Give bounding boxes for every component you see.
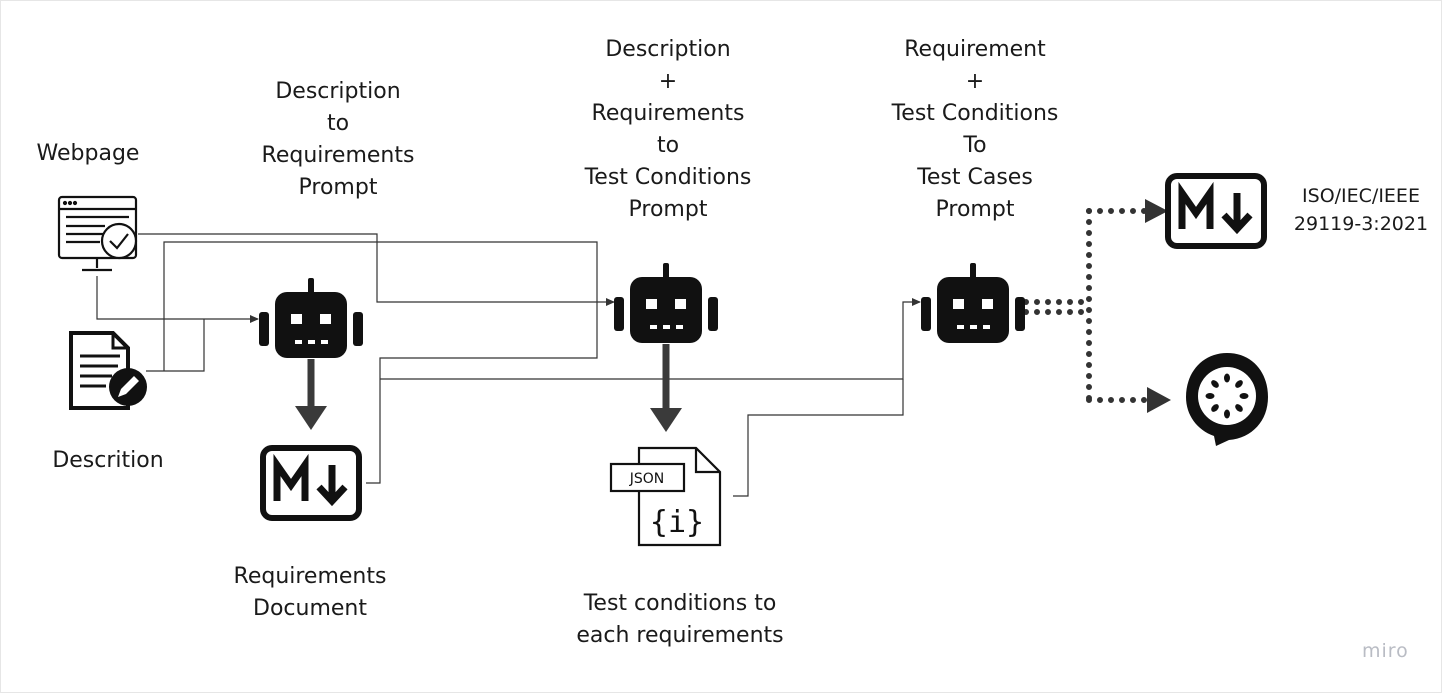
- miro-watermark: miro: [1362, 640, 1409, 662]
- json-file-icon: JSON {i}: [609, 446, 722, 547]
- robot-icon: [259, 278, 363, 358]
- label-webpage: Webpage: [36, 141, 140, 166]
- label-prompt-test-cases: Requirement + Test Conditions To Test Ca…: [891, 37, 1059, 222]
- robot-icon: [921, 263, 1025, 343]
- json-body: {i}: [650, 505, 704, 540]
- connector-description-to-robot1: [146, 319, 205, 372]
- label-standard: ISO/IEC/IEEE 29119-3:2021: [1293, 185, 1429, 235]
- robot-icon: [614, 263, 718, 343]
- connector-json-to-robot3: [733, 379, 904, 497]
- markdown-icon: [1168, 176, 1264, 246]
- dotted-arrowhead-cucumber: [1147, 387, 1171, 413]
- document-edit-icon: [69, 331, 147, 410]
- connector-requirements-to-robot3: [380, 298, 921, 380]
- monitor-checkmark-icon: [57, 195, 138, 272]
- label-prompt-requirements-to-test-conditions: Description + Requirements to Test Condi…: [584, 37, 752, 222]
- connector-webpage-to-robot2: [138, 233, 615, 306]
- connector-lines: [96, 233, 921, 497]
- connector-webpage-to-robot1: [96, 276, 259, 323]
- dotted-arrowhead-markdown: [1145, 199, 1168, 223]
- dotted-outputs: [1023, 208, 1153, 403]
- cucumber-icon: [1186, 353, 1268, 446]
- json-badge: JSON: [629, 471, 665, 487]
- label-prompt-description-to-requirements: Description to Requirements Prompt: [261, 79, 415, 200]
- connector-description-to-robot2: [163, 241, 598, 484]
- thick-arrows: [295, 344, 682, 432]
- markdown-icon: [263, 448, 359, 518]
- label-test-conditions: Test conditions to each requirements: [576, 591, 784, 648]
- label-requirements-document: Requirements Document: [233, 564, 387, 621]
- label-description: Descrition: [52, 448, 164, 473]
